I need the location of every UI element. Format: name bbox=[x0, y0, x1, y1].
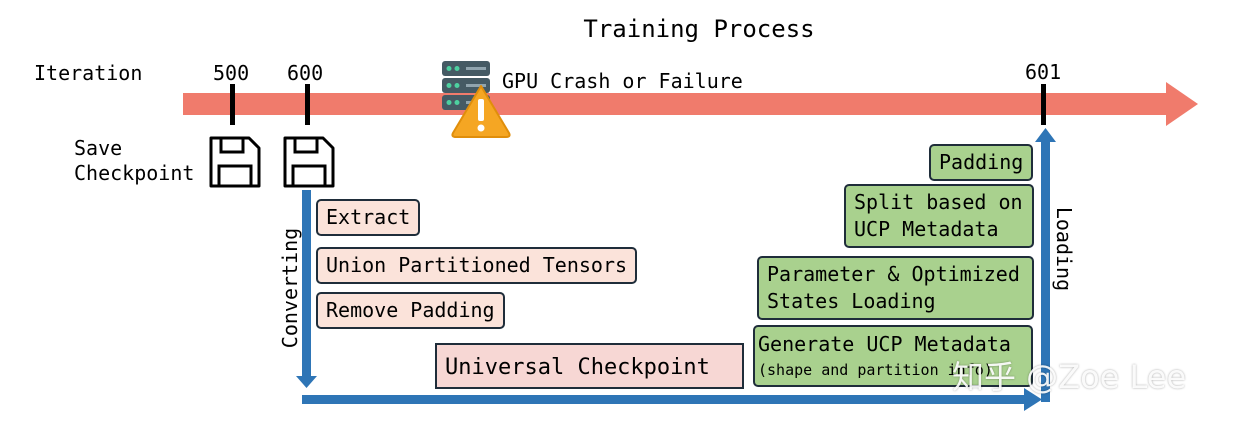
step-generate-line1: Generate UCP Metadata bbox=[758, 332, 1011, 356]
step-split-line1: Split based on bbox=[854, 190, 1023, 214]
iteration-label: Iteration bbox=[34, 61, 143, 85]
tick-600 bbox=[305, 84, 310, 125]
page-title: Training Process bbox=[583, 15, 815, 43]
warning-icon bbox=[451, 85, 511, 138]
step-generate-metadata: Generate UCP Metadata (shape and partiti… bbox=[753, 325, 1033, 387]
step-param-line2: States Loading bbox=[767, 289, 936, 313]
save-checkpoint-label-line1: Save bbox=[74, 136, 123, 160]
step-split-line2: UCP Metadata bbox=[854, 217, 999, 241]
step-padding: Padding bbox=[929, 144, 1034, 181]
loading-arrow bbox=[1035, 128, 1056, 402]
save-checkpoint-label-line2: Checkpoint bbox=[74, 161, 195, 185]
flow-arrow-right bbox=[302, 388, 1042, 411]
step-remove-padding: Remove Padding bbox=[316, 292, 505, 329]
tick-500 bbox=[230, 84, 235, 125]
step-extract: Extract bbox=[316, 199, 421, 236]
step-parameter-loading: Parameter & Optimized States Loading bbox=[757, 256, 1034, 320]
step-union-partitioned-tensors: Union Partitioned Tensors bbox=[316, 247, 638, 284]
step-split-metadata: Split based on UCP Metadata bbox=[844, 184, 1034, 248]
failure-label: GPU Crash or Failure bbox=[502, 69, 743, 93]
tick-label-500: 500 bbox=[213, 61, 250, 85]
step-param-line1: Parameter & Optimized bbox=[767, 262, 1020, 286]
watermark: 知乎 @Zoe Lee bbox=[952, 358, 1187, 396]
loading-label: Loading bbox=[1052, 206, 1076, 292]
universal-checkpoint-box: Universal Checkpoint bbox=[435, 343, 744, 389]
converting-label: Converting bbox=[278, 227, 302, 349]
floppy-disk-icon bbox=[283, 136, 335, 188]
step-generate-line2: (shape and partition info) bbox=[758, 361, 993, 379]
tick-601 bbox=[1041, 84, 1046, 125]
converting-arrow bbox=[296, 190, 317, 388]
tick-label-600: 600 bbox=[287, 61, 324, 85]
floppy-disk-icon bbox=[209, 136, 261, 188]
tick-label-601: 601 bbox=[1025, 60, 1062, 84]
timeline-arrow bbox=[183, 82, 1198, 126]
